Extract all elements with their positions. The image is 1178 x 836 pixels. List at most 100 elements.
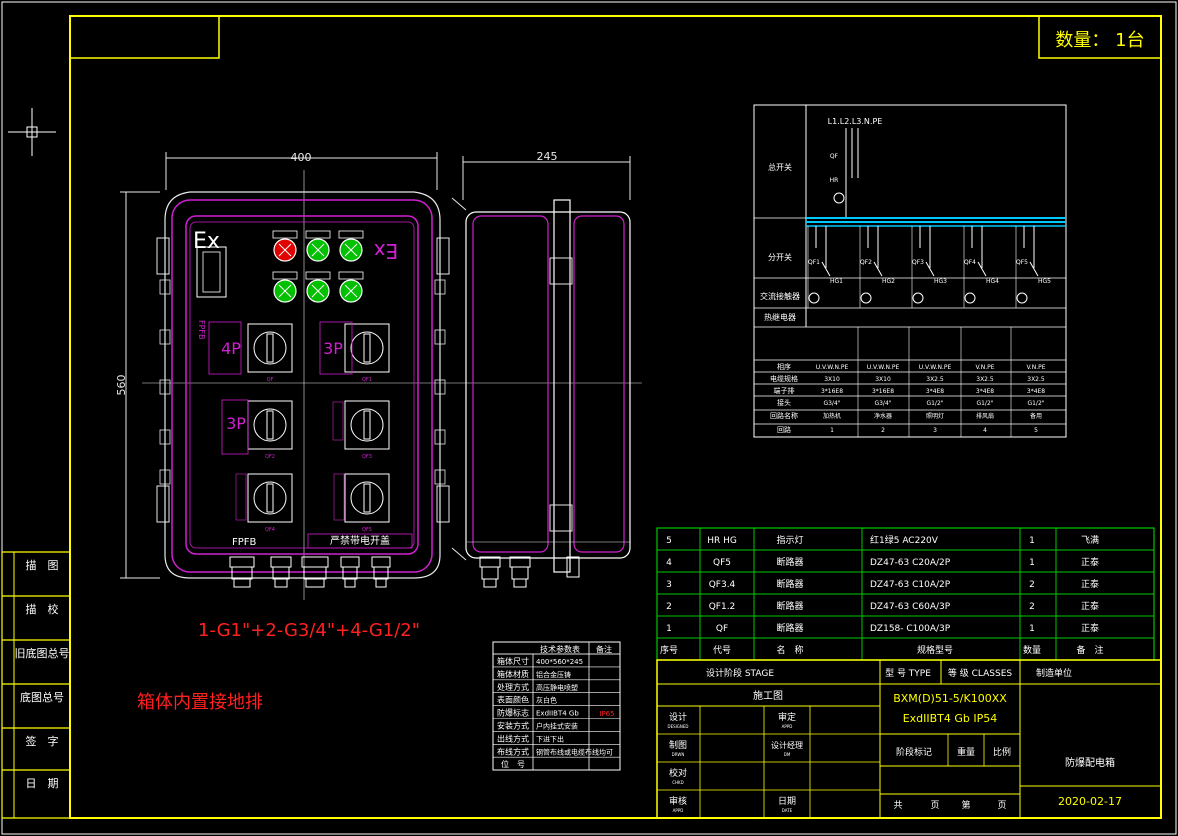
tb-class-label: 等 级 CLASSES [948, 667, 1012, 679]
pole-box-small [332, 401, 344, 441]
tb-total: 共 [893, 800, 902, 811]
tb-date-label: 日期 [778, 796, 796, 807]
schematic-table-value: 3*4E8 [926, 388, 944, 395]
parts-cell: 正泰 [1081, 578, 1099, 590]
branch-lamp [1016, 292, 1028, 304]
parts-header-cell: 规格型号 [917, 644, 953, 656]
schematic-table-value: 净水器 [874, 412, 892, 420]
parts-cell: 断路器 [776, 600, 803, 612]
side-flange [553, 199, 571, 573]
rotary-switch-plate [344, 473, 390, 523]
tb-sign-label: 审核 [669, 795, 687, 807]
tb-stage-label: 设计阶段 STAGE [706, 667, 774, 679]
strip-label: 旧底图总号 [15, 646, 70, 660]
parts-cell: 2 [1029, 602, 1035, 612]
strip-label: 日 期 [26, 777, 59, 790]
parts-cell: QF5 [713, 558, 731, 568]
brand-label: FPFB [232, 537, 257, 548]
parts-cell: HR HG [707, 536, 737, 546]
bolt-lug [434, 379, 446, 395]
rotary-switch-dial [253, 331, 287, 365]
lamp-label: HG5 [1038, 278, 1051, 285]
tb-sign-label-en: CHKD [672, 780, 684, 785]
gland-body [342, 566, 358, 580]
switch-tag: QF [267, 377, 274, 383]
tech-value: 户内挂式安装 [536, 722, 578, 731]
tb-sign-label-en: APPD [673, 808, 684, 813]
enclosure-outline [164, 191, 441, 579]
rotary-switch-plate [344, 400, 390, 450]
parts-cell: 1 [1029, 624, 1035, 634]
gland-body [303, 566, 327, 580]
schematic-table-value: 3*16E8 [872, 388, 894, 395]
tech-key: 表面颜色 [497, 695, 529, 705]
pole-box-3p [319, 321, 353, 375]
lamp-cross [344, 284, 358, 298]
rotary-switch-handle [266, 333, 274, 363]
parts-cell: DZ158- C100A/3P [870, 624, 951, 634]
branch-lamp [860, 292, 872, 304]
gland-tip [344, 578, 356, 588]
parts-cell: DZ47-63 C60A/3P [870, 602, 951, 612]
nameplate-box [307, 533, 413, 549]
strip-label: 签 字 [26, 734, 59, 748]
parts-cell: 正泰 [1081, 622, 1099, 634]
corner-code-box [69, 15, 220, 59]
switch-tag: QF4 [265, 527, 275, 533]
parts-cell: 1 [1029, 536, 1035, 546]
parts-cell: 3 [666, 580, 672, 590]
pole-box-3p-2 [221, 399, 249, 455]
parts-header-cell: 数量 [1023, 644, 1041, 656]
lamp-label-plate [338, 230, 364, 239]
bolt-lug [434, 429, 446, 445]
bolt-lug [434, 469, 446, 485]
branch-lamp [808, 292, 820, 304]
schematic-table-value: 排风扇 [976, 412, 994, 420]
schematic-table-value: 3X10 [824, 376, 840, 383]
branch-lamp [964, 292, 976, 304]
schematic-table-value: 3X2.5 [1027, 376, 1045, 383]
parts-cell: QF [716, 624, 728, 634]
bolt-lug [159, 429, 171, 445]
tech-key: 位 号 [501, 759, 525, 769]
lamp-label: HG4 [986, 278, 999, 285]
schematic-table-value: 5 [1034, 427, 1038, 434]
gland-body [272, 566, 290, 580]
schematic-table-value: 3*4E8 [976, 388, 994, 395]
tb-design-mgr: 设计经理 [771, 740, 803, 750]
drawing-frame [69, 15, 1162, 819]
lamp-label-plate [272, 271, 298, 280]
tech-value: ExdIIBT4 Gb [536, 710, 579, 718]
door-panel [185, 215, 419, 555]
lamp-cross [278, 284, 292, 298]
main-switch-label: QF [830, 153, 839, 160]
gland-tip [305, 578, 325, 588]
side-gland-tip [513, 578, 527, 588]
tech-value: 下进下出 [536, 734, 564, 743]
mount-boss [436, 237, 450, 275]
rotary-switch-handle [363, 333, 371, 363]
schematic-table-value: 加热机 [823, 412, 841, 420]
bolt-lug [434, 329, 446, 345]
rotary-switch-handle [266, 483, 274, 513]
parts-header-cell: 备 注 [1076, 644, 1103, 656]
parts-header-cell: 名 称 [776, 644, 803, 656]
rotary-switch-dial [350, 408, 384, 442]
side-gland-body [481, 566, 499, 580]
lamp-cross [311, 243, 325, 257]
enclosure-flange [171, 199, 433, 573]
lamp-label: HG2 [882, 278, 895, 285]
tb-type-label: 型 号 TYPE [885, 668, 931, 679]
side-hinge [549, 257, 573, 285]
parts-cell: 5 [666, 536, 672, 546]
lamp-label-plate [305, 230, 331, 239]
schematic-table-value: 3X2.5 [926, 376, 944, 383]
switch-tag: QF1 [362, 377, 372, 383]
switch-tag: QF2 [265, 454, 275, 460]
ex-mark-right: Ex [374, 239, 399, 263]
width-dim: 400 [291, 151, 312, 164]
mount-boss [436, 485, 450, 523]
parts-header-cell: 代号 [713, 645, 731, 656]
tb-sign-label: 制图 [669, 739, 687, 751]
